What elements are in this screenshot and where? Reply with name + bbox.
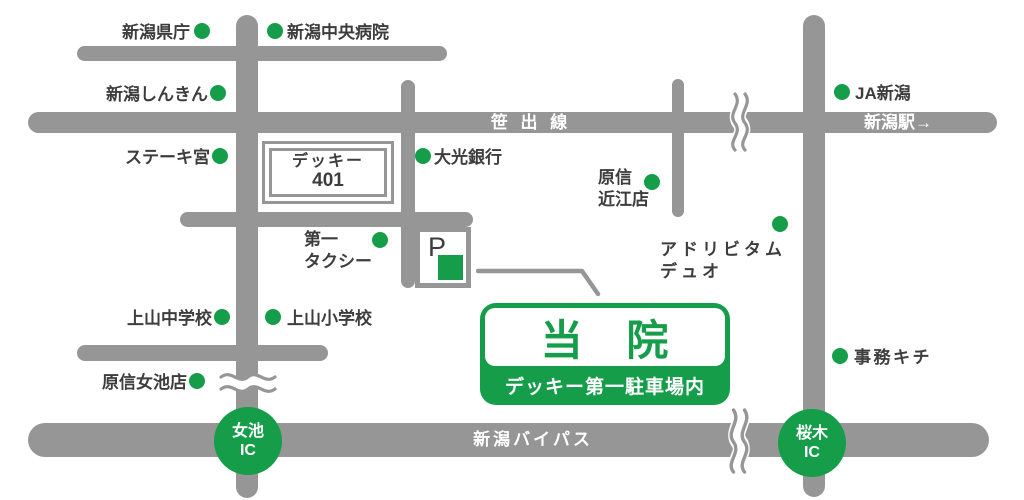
road-right-vertical bbox=[803, 15, 825, 497]
poi-dot-adlibitum-duo bbox=[772, 216, 788, 232]
road-top-horizontal bbox=[77, 46, 447, 61]
poi-dot-kamiyama-elementary bbox=[265, 309, 281, 325]
poi-dot-harashin-mejike bbox=[189, 373, 205, 389]
road-break-sasade bbox=[729, 92, 751, 152]
poi-dot-ja-niigata bbox=[834, 84, 850, 100]
poi-label-niigata-shinkin: 新潟しんきん bbox=[106, 85, 208, 104]
parking-box: P bbox=[415, 227, 471, 288]
decky-401-name: デッキー bbox=[291, 153, 364, 171]
road-break-bypass bbox=[728, 408, 750, 474]
clinic-location-square-icon bbox=[438, 255, 463, 280]
poi-label-kamiyama-junior-high: 上山中学校 bbox=[127, 309, 212, 328]
poi-label-harashin-mejike: 原信女池店 bbox=[102, 373, 187, 392]
clinic-sign: 当 院 デッキー第一駐車場内 bbox=[480, 303, 730, 405]
poi-dot-niigata-chuo-hospital bbox=[267, 23, 283, 39]
road-omie-vertical bbox=[672, 79, 684, 217]
road-sasade-line bbox=[28, 112, 997, 133]
poi-dot-daiichi-taxi bbox=[372, 232, 388, 248]
road-label-niigata-station: 新潟駅→ bbox=[864, 113, 932, 132]
poi-label-adlibitum-duo: アドリビタム デュオ bbox=[660, 240, 786, 282]
poi-dot-harashin-omie bbox=[644, 174, 660, 190]
poi-label-harashin-omie: 原信 近江店 bbox=[598, 168, 649, 210]
poi-dot-niigata-kencho bbox=[194, 23, 210, 39]
poi-label-niigata-kencho: 新潟県庁 bbox=[122, 23, 190, 42]
poi-label-kamiyama-elementary: 上山小学校 bbox=[287, 309, 372, 328]
poi-dot-steak-miya bbox=[212, 148, 228, 164]
poi-dot-jimu-kichi bbox=[832, 348, 848, 364]
decky-401-inner-frame: デッキー 401 bbox=[269, 148, 387, 197]
interchange-sakuragi-ic: 桜木 IC bbox=[778, 409, 846, 477]
poi-label-steak-miya: ステーキ宮 bbox=[125, 148, 210, 167]
clinic-name: 当 院 bbox=[540, 316, 670, 364]
callout-line-parking-to-clinic bbox=[476, 268, 601, 297]
road-kamiyama-street bbox=[77, 345, 328, 361]
poi-label-niigata-chuo-hospital: 新潟中央病院 bbox=[287, 23, 389, 42]
poi-label-jimu-kichi: 事務キチ bbox=[854, 348, 932, 367]
road-label-sasade-line: 笹 出 線 bbox=[490, 113, 572, 132]
poi-label-ja-niigata: JA新潟 bbox=[855, 84, 911, 103]
poi-label-daiichi-taxi: 第一 タクシー bbox=[304, 230, 372, 272]
road-daiko-vertical bbox=[401, 80, 415, 288]
poi-dot-taiko-bank bbox=[415, 148, 431, 164]
clinic-sign-name-panel: 当 院 bbox=[485, 308, 725, 366]
clinic-location-note: デッキー第一駐車場内 bbox=[504, 377, 705, 398]
road-daiichi-street bbox=[180, 212, 473, 227]
road-break-main-vertical bbox=[219, 373, 277, 393]
parking-p-letter: P bbox=[428, 232, 447, 262]
interchange-mejike-ic: 女池 IC bbox=[214, 407, 282, 475]
poi-dot-kamiyama-junior-high bbox=[214, 309, 230, 325]
poi-dot-niigata-shinkin bbox=[210, 85, 226, 101]
decky-401-number: 401 bbox=[312, 169, 344, 191]
poi-label-taiko-bank: 大光銀行 bbox=[434, 148, 502, 167]
road-label-niigata-bypass: 新潟バイパス bbox=[473, 430, 593, 449]
decky-401-box: デッキー 401 bbox=[262, 141, 394, 204]
